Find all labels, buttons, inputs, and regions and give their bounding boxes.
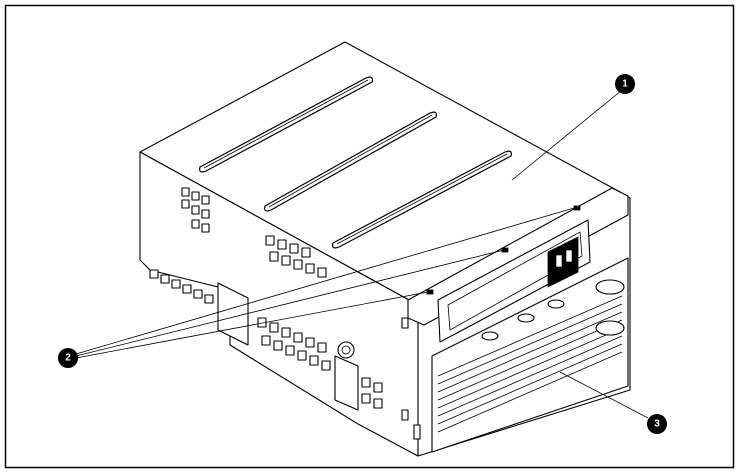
tape-drive-device [139, 41, 631, 457]
callout-1: 1 [615, 74, 635, 94]
side-vent-holes [149, 187, 383, 409]
bezel-dimple-2 [481, 331, 499, 341]
callout-1-label: 1 [622, 79, 628, 90]
leader-line-3 [559, 371, 649, 419]
front-oval-button [595, 320, 625, 336]
screw-hole-middle [501, 247, 509, 253]
front-grille-panel [431, 257, 629, 453]
leader-line-2c [75, 291, 429, 359]
figure-border [4, 4, 735, 469]
front-grille-lines [437, 295, 623, 433]
leader-line-2a [75, 207, 575, 355]
bezel-dimple-1 [517, 313, 535, 323]
leader-lines [75, 89, 649, 419]
side-tab [334, 355, 359, 411]
callout-2: 2 [58, 348, 78, 368]
callout-3-label: 3 [654, 419, 660, 430]
callout-2-label: 2 [65, 353, 71, 364]
screw-hole-top [573, 205, 581, 211]
leader-line-2b [75, 249, 505, 357]
leader-line-1 [511, 89, 623, 181]
callout-3: 3 [647, 414, 667, 434]
power-connector [337, 341, 355, 359]
bezel-dimple-3 [547, 299, 565, 309]
mounting-bracket [217, 282, 249, 346]
drive-status-panel [547, 236, 579, 288]
eject-button [595, 279, 625, 295]
top-vent-slots [199, 76, 512, 249]
